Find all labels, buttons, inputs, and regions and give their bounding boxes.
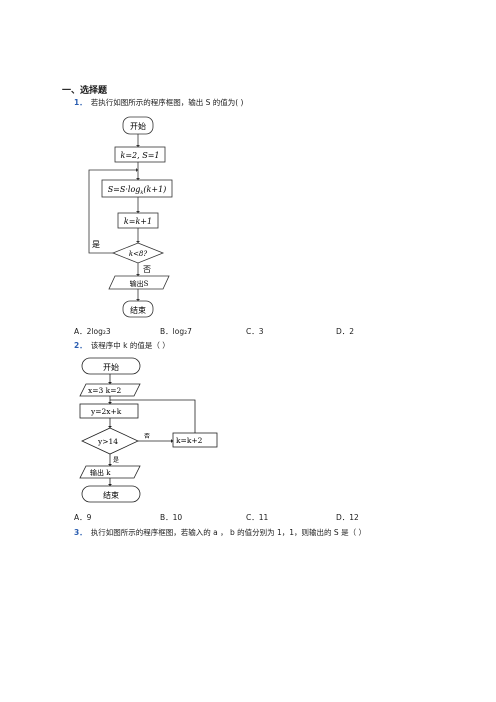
flow1-output-label: 输出S	[130, 279, 149, 288]
q2-option-a: A．9	[74, 513, 92, 522]
flow1-start-label: 开始	[130, 121, 146, 131]
q2-option-b: B．10	[160, 513, 183, 522]
q1-option-a: A．2log₂3	[74, 327, 111, 336]
flow1-yes-label: 是	[92, 240, 100, 249]
flowchart-1: 开始 k=2, S=1 S=S·logk(k+1) k=k+1 k<8? 是 否…	[88, 116, 173, 318]
question-2: 2．该程序中 k 的值是（ ）	[74, 340, 170, 351]
question-3-text: 执行如图所示的程序框图，若输入的 a ， b 的值分别为 1，1，则输出的 S …	[90, 528, 366, 537]
question-1-text: 若执行如图所示的程序框图，输出 S 的值为( )	[90, 98, 244, 107]
flow1-update-s-label: S=S·logk(k+1)	[108, 185, 167, 196]
flow2-output-label: 输出 k	[90, 468, 111, 477]
flow1-end-label: 结束	[130, 305, 146, 315]
q2-option-c: C．11	[246, 513, 269, 522]
q1-option-c: C．3	[246, 327, 264, 336]
flow2-output-box	[79, 465, 141, 479]
q1-option-d: D．2	[336, 327, 355, 336]
flow2-no-label: 否	[144, 433, 150, 440]
flow2-update-label: k=k+2	[176, 436, 203, 445]
flow2-start-label: 开始	[103, 362, 119, 372]
q2-option-d: D．12	[336, 513, 359, 522]
flow2-cond-label: y>14	[97, 437, 118, 446]
question-3: 3．执行如图所示的程序框图，若输入的 a ， b 的值分别为 1，1，则输出的 …	[74, 527, 366, 538]
question-3-number: 3．	[74, 528, 87, 537]
flow1-update-k-label: k=k+1	[124, 217, 152, 226]
question-2-number: 2．	[74, 341, 87, 350]
flow1-output-box	[108, 275, 170, 290]
flow1-update-s-box	[101, 179, 173, 198]
flow2-start-box	[81, 357, 141, 375]
section-title: 一、选择题	[62, 86, 108, 96]
flowchart-2: 开始 x=3 k=2 y=2x+k y>14 否 k=k+2 是 输出 k 结束	[79, 357, 218, 503]
question-2-text: 该程序中 k 的值是（ ）	[90, 341, 170, 350]
q1-option-b: B．log₂7	[160, 327, 192, 336]
flow2-assign-box	[79, 403, 139, 419]
flow1-update-s-sub: k	[140, 190, 143, 196]
flow1-no-label: 否	[143, 265, 151, 274]
flow2-assign-label: y=2x+k	[90, 407, 122, 416]
question-1-number: 1．	[74, 98, 87, 107]
flow1-cond-label: k<8?	[129, 250, 148, 258]
question-1: 1．若执行如图所示的程序框图，输出 S 的值为( )	[74, 97, 243, 108]
flow2-init-label: x=3 k=2	[88, 386, 121, 395]
flow1-init-label: k=2, S=1	[121, 151, 160, 160]
flow2-end-label: 结束	[103, 490, 119, 500]
flow1-update-s-tail: (k+1)	[143, 185, 166, 194]
flow2-yes-label: 是	[113, 457, 119, 464]
flow2-init-box	[79, 383, 141, 397]
flow1-init-box	[114, 146, 166, 163]
flow2-end-box	[81, 485, 141, 503]
flow1-update-s-main: S=S·log	[108, 185, 141, 194]
